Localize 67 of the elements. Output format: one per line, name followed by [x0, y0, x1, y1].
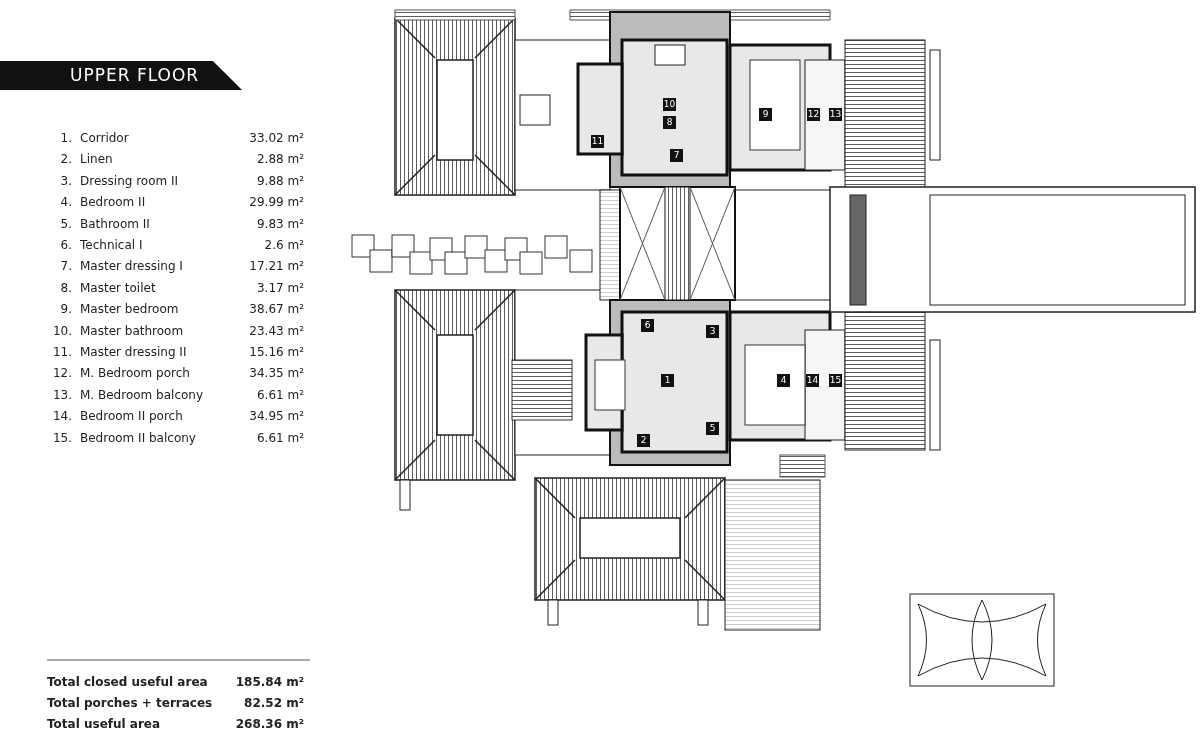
total-label: Total porches + terraces — [47, 696, 213, 710]
area-value: 34.95 m² — [249, 409, 304, 424]
area-value: 2.88 m² — [256, 152, 304, 167]
room-name: M. Bedroom balcony — [80, 387, 204, 402]
area-value: 6.61 m² — [256, 387, 304, 402]
room-name: Master dressing I — [80, 259, 183, 274]
row-number: 14. — [51, 409, 72, 424]
room-number: 13 — [829, 108, 842, 121]
area-value: 9.88 m² — [256, 173, 304, 188]
room-name: Bedroom II balcony — [80, 430, 196, 445]
total-value: 185.84 m² — [235, 675, 304, 689]
row-number: 6. — [59, 238, 72, 252]
room-name: Linen — [80, 152, 113, 167]
area-value: 29.99 m² — [249, 195, 304, 210]
room-number: 11 — [591, 135, 604, 148]
room-name: Bathroom II — [80, 216, 150, 231]
row-number: 8. — [59, 280, 72, 295]
room-number: 15 — [829, 374, 842, 387]
area-value: 9.83 m² — [256, 216, 304, 231]
area-value: 17.21 m² — [249, 259, 304, 274]
row-number: 1. — [59, 131, 72, 145]
area-value: 2.6 m² — [264, 238, 304, 252]
area-value: 6.61 m² — [256, 430, 304, 445]
row-number: 3. — [59, 173, 72, 188]
room-name: Corridor — [80, 131, 129, 145]
total-value: 268.36 m² — [235, 717, 304, 731]
room-number: 2 — [637, 434, 650, 447]
row-number: 10. — [51, 323, 72, 338]
row-number: 12. — [51, 366, 72, 381]
row-number: 9. — [59, 302, 72, 317]
area-value: 38.67 m² — [249, 302, 304, 317]
room-number: 14 — [806, 374, 819, 387]
row-number: 5. — [59, 216, 72, 231]
room-name: Master bedroom — [80, 302, 179, 317]
total-label: Total useful area — [47, 717, 161, 731]
room-number: 7 — [670, 149, 683, 162]
room-number: 3 — [706, 325, 719, 338]
room-name: Bedroom II porch — [80, 409, 183, 424]
room-name: Bedroom II — [80, 195, 146, 210]
room-number: 5 — [706, 422, 719, 435]
room-name: Dressing room II — [80, 173, 179, 188]
area-value: 15.16 m² — [249, 345, 304, 359]
room-name: Master toilet — [80, 280, 156, 295]
area-value: 23.43 m² — [249, 323, 304, 338]
room-name: Master bathroom — [80, 323, 184, 338]
room-name: Master dressing II — [80, 345, 187, 359]
area-value: 3.17 m² — [256, 280, 304, 295]
room-number: 12 — [807, 108, 820, 121]
room-number: 10 — [663, 98, 676, 111]
room-number: 4 — [777, 374, 790, 387]
room-number: 1 — [661, 374, 674, 387]
row-number: 15. — [51, 430, 72, 445]
room-name: Technical I — [80, 238, 143, 252]
page-title: UPPER FLOOR — [0, 61, 242, 90]
total-label: Total closed useful area — [47, 675, 208, 689]
area-value: 34.35 m² — [249, 366, 304, 381]
row-number: 7. — [59, 259, 72, 274]
row-number: 13. — [51, 387, 72, 402]
room-name: M. Bedroom porch — [80, 366, 190, 381]
row-number: 2. — [59, 152, 72, 167]
row-number: 11. — [51, 345, 72, 359]
room-number: 9 — [759, 108, 772, 121]
area-value: 33.02 m² — [249, 131, 304, 145]
room-number: 6 — [641, 319, 654, 332]
total-value: 82.52 m² — [244, 696, 304, 710]
row-number: 4. — [59, 195, 72, 210]
room-number: 8 — [663, 116, 676, 129]
